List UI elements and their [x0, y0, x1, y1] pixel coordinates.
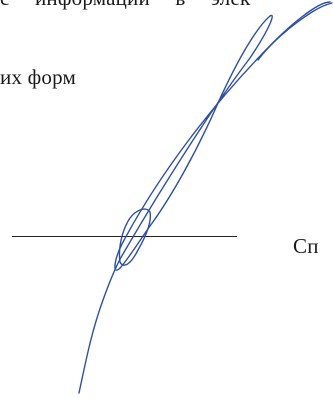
- signature-line: [12, 236, 237, 237]
- signature-stroke-tail: [257, 2, 333, 61]
- top-text-line: с информации в элек: [0, 0, 250, 9]
- right-text-fragment: Сп: [293, 234, 319, 258]
- signature-stroke-loop: [118, 208, 152, 266]
- signature-stroke-main: [78, 1, 331, 394]
- top-word-2: информации: [35, 0, 150, 10]
- top-word-1: с: [0, 0, 10, 10]
- forms-text-line: их форм: [0, 65, 76, 89]
- top-word-3: в: [175, 0, 185, 10]
- top-word-4: элек: [211, 0, 250, 10]
